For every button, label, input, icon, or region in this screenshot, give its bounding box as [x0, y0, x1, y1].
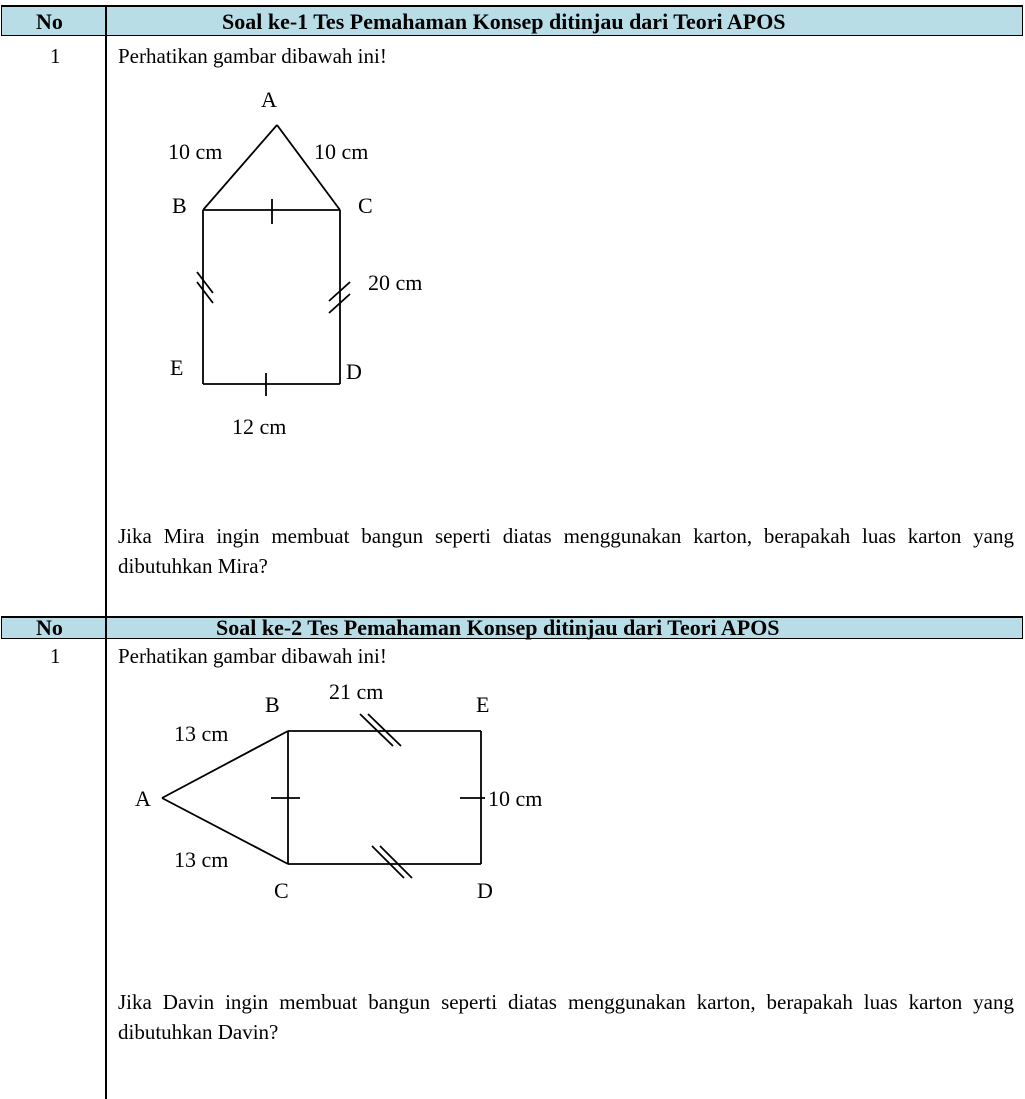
- table1-header-bottom-border: [1, 35, 1023, 36]
- table1-header-row: [1, 6, 1023, 36]
- table1-instruction: Perhatikan gambar dibawah ini!: [118, 44, 387, 68]
- vertex-label-d: D: [477, 878, 493, 903]
- double-tick-cd-2: [328, 293, 351, 314]
- table2-column-divider: [105, 616, 107, 1099]
- table1-right-border: [1022, 5, 1023, 36]
- double-tick-cd-1: [371, 845, 405, 879]
- table2-row-number: 1: [50, 644, 61, 668]
- measure-ab: 10 cm: [168, 139, 222, 164]
- double-tick-cd-1: [328, 281, 351, 302]
- table1-title-header: Soal ke-1 Tes Pemahaman Konsep ditinjau …: [222, 9, 786, 34]
- measure-ed: 12 cm: [232, 414, 286, 439]
- table2-question-text: Jika Davin ingin membuat bangun seperti …: [118, 990, 1014, 1044]
- table1-column-divider: [105, 5, 107, 639]
- table2-header-bottom-border: [1, 638, 1023, 639]
- table2-left-border: [1, 616, 2, 639]
- double-tick-be-1: [359, 713, 394, 747]
- table2-top-border: [1, 616, 1023, 618]
- vertex-label-a: A: [261, 87, 277, 112]
- table1-row-number: 1: [50, 44, 61, 68]
- vertex-label-c: C: [358, 193, 373, 218]
- table2-right-border: [1022, 616, 1023, 639]
- double-tick-cd-2: [379, 845, 413, 879]
- table1-left-border: [1, 5, 2, 36]
- table2-instruction: Perhatikan gambar dibawah ini!: [118, 644, 387, 668]
- table2-no-header: No: [36, 615, 63, 640]
- double-tick-be-2: [367, 713, 402, 747]
- double-tick-be-1: [196, 271, 214, 294]
- table2-title-header: Soal ke-2 Tes Pemahaman Konsep ditinjau …: [216, 615, 780, 640]
- vertex-label-b: B: [265, 692, 280, 717]
- measure-ab: 13 cm: [174, 721, 228, 746]
- measure-ac: 13 cm: [174, 847, 228, 872]
- table1-top-border: [1, 5, 1023, 7]
- vertex-label-c: C: [274, 878, 289, 903]
- edge-ab: [161, 730, 289, 799]
- vertex-label-b: B: [172, 193, 187, 218]
- table1-no-header: No: [36, 9, 63, 34]
- edge-ac: [276, 124, 341, 211]
- edge-ac: [161, 797, 289, 865]
- vertex-label-e: E: [170, 355, 183, 380]
- double-tick-be-2: [196, 281, 214, 304]
- measure-be: 21 cm: [329, 679, 383, 704]
- measure-ac: 10 cm: [314, 139, 368, 164]
- vertex-label-d: D: [346, 359, 362, 384]
- measure-cd: 20 cm: [368, 270, 422, 295]
- table2-header-row: [1, 617, 1023, 639]
- measure-ed: 10 cm: [488, 786, 542, 811]
- table1-question-text: Jika Mira ingin membuat bangun seperti d…: [118, 524, 1014, 578]
- vertex-label-e: E: [476, 692, 489, 717]
- vertex-label-a: A: [135, 786, 151, 811]
- edge-ab: [202, 124, 278, 211]
